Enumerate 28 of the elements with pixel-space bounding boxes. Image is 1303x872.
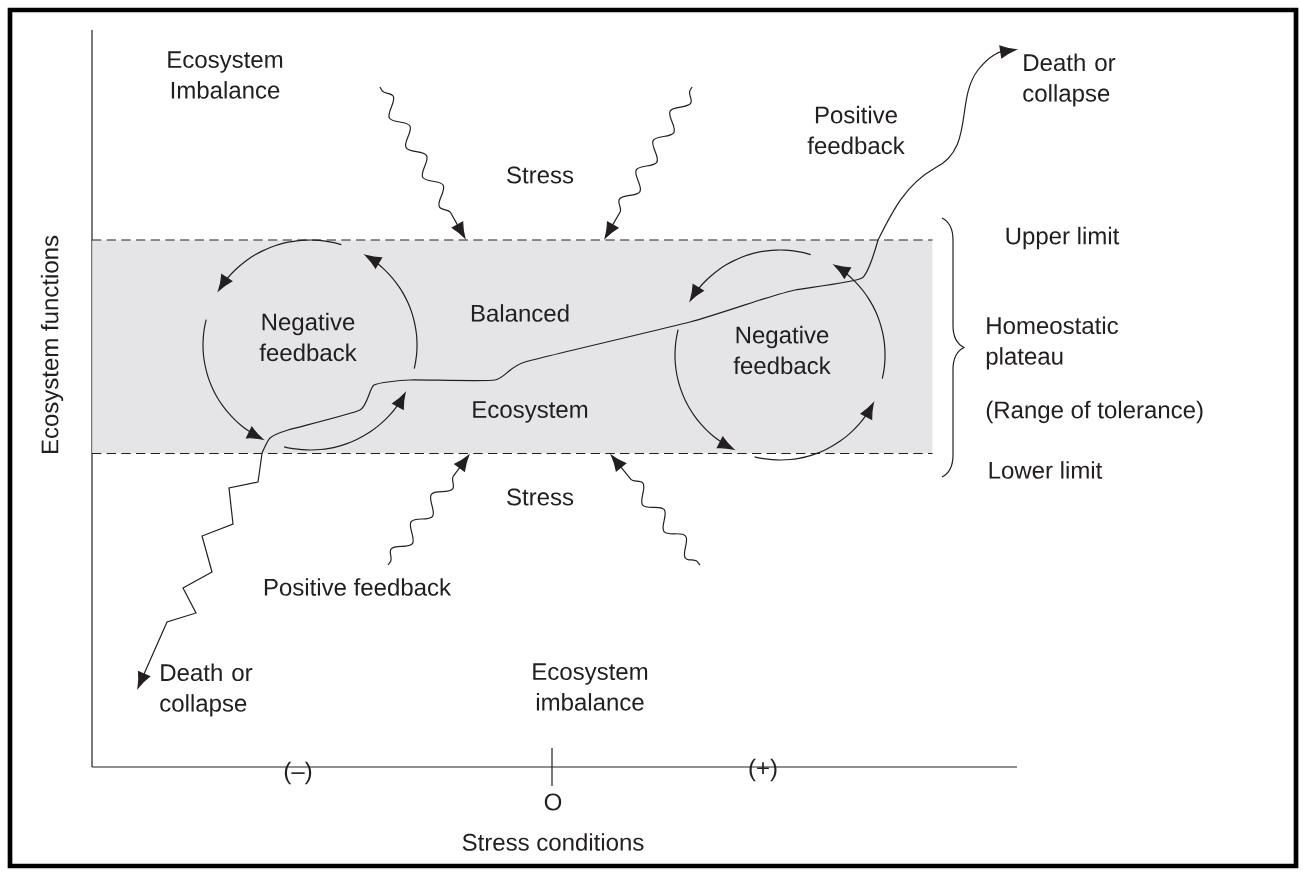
label: Stress xyxy=(507,166,574,184)
label: Ecosystem imbalance xyxy=(533,663,648,711)
homeostatic-band xyxy=(91,239,934,455)
label: Ecosystem Imbalance xyxy=(168,51,283,99)
label: (Range of tolerance) xyxy=(986,400,1203,424)
axis-title: Ecosystem functions xyxy=(40,235,64,454)
label: Homeostatic plateau xyxy=(986,316,1118,370)
outcome-label: Death or collapse xyxy=(1023,53,1116,107)
arrow xyxy=(137,452,263,689)
axis-sign: (+) xyxy=(749,758,777,782)
arrow xyxy=(877,45,1017,241)
axis-sign: O xyxy=(544,793,562,811)
label: Negative feedback xyxy=(259,312,357,362)
axis-sign: (–) xyxy=(284,761,312,785)
label: Lower limit xyxy=(989,461,1103,479)
label: Upper limit xyxy=(1006,226,1120,250)
band-label: Ecosystem xyxy=(473,401,588,423)
label: Positive feedback xyxy=(264,578,452,596)
arrow xyxy=(610,454,701,566)
axis-title: Stress conditions xyxy=(462,833,644,851)
arrow xyxy=(387,454,470,566)
label: Positive feedback xyxy=(807,105,905,155)
arrow xyxy=(379,86,466,239)
label: Negative feedback xyxy=(733,325,831,375)
band-label: Balanced xyxy=(471,304,569,322)
label: Stress xyxy=(507,488,574,506)
outcome-label: Death or collapse xyxy=(160,663,253,717)
arrow xyxy=(604,86,693,239)
